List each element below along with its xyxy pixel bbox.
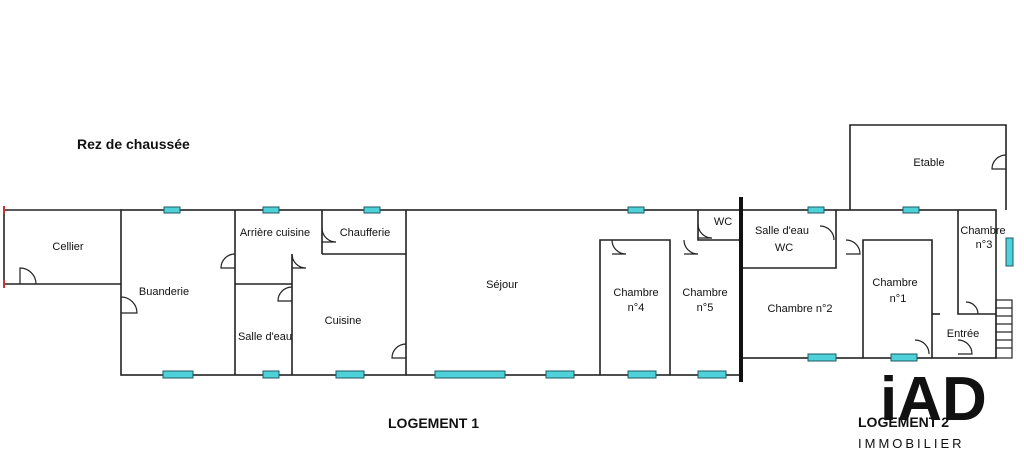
doors: [19, 154, 1007, 359]
room-label-etable: Etable: [913, 157, 944, 169]
room-label-sejour: Séjour: [486, 279, 518, 291]
room-label-salle-eau: Salle d'eau: [238, 331, 292, 343]
door-cuisine: [291, 253, 307, 269]
room-label-salle-eau-2: Salle d'eau: [755, 225, 809, 237]
room-label-chambre-5-num: n°5: [697, 302, 714, 314]
window: [902, 206, 920, 214]
window: [434, 370, 506, 379]
unit-label-logement-2: LOGEMENT 2: [858, 414, 949, 430]
door-chambre-1: [914, 339, 930, 355]
window: [1005, 237, 1014, 267]
door-chambre-5: [683, 239, 699, 255]
window: [335, 370, 365, 379]
window: [545, 370, 575, 379]
door-salle-eau-wc: [819, 225, 835, 241]
watermark-logo: iAD: [880, 365, 987, 434]
wall-etable: [849, 124, 1007, 210]
room-label-arriere-cuisine: Arrière cuisine: [240, 227, 310, 239]
door-chambre-2: [845, 239, 861, 255]
door-sejour: [391, 343, 407, 359]
window: [163, 206, 181, 214]
room-labels: Cellier Buanderie Arrière cuisine Chauff…: [52, 157, 1005, 343]
window: [890, 353, 918, 362]
room-label-chaufferie: Chaufferie: [340, 227, 391, 239]
room-label-cellier: Cellier: [52, 241, 84, 253]
staircase: [995, 299, 1013, 359]
window: [697, 370, 727, 379]
window: [262, 206, 280, 214]
door-chambre-3: [965, 301, 979, 315]
room-label-chambre-1: Chambre: [872, 277, 917, 289]
windows: [162, 206, 1014, 379]
room-label-chambre-2: Chambre n°2: [768, 303, 833, 315]
window: [807, 353, 837, 362]
room-label-chambre-4: Chambre: [613, 287, 658, 299]
unit-label-logement-1: LOGEMENT 1: [388, 415, 479, 431]
room-label-chambre-5: Chambre: [682, 287, 727, 299]
door-cellier: [19, 267, 37, 285]
window: [627, 206, 645, 214]
room-label-chambre-3-num: n°3: [976, 239, 993, 251]
floor-title: Rez de chaussée: [77, 136, 190, 152]
room-label-entree: Entrée: [947, 328, 979, 340]
wall-chambre-1: [862, 239, 933, 358]
room-label-wc: WC: [714, 216, 732, 228]
wall-wc: [697, 210, 741, 241]
wall-salle-eau-wc: [741, 210, 837, 269]
window: [363, 206, 381, 214]
wall-chambre-3: [957, 210, 996, 315]
room-label-chambre-1-num: n°1: [890, 293, 907, 305]
door-wc: [697, 223, 713, 239]
window: [162, 370, 194, 379]
room-label-chambre-4-num: n°4: [628, 302, 645, 314]
room-label-chambre-3: Chambre: [960, 225, 1005, 237]
window: [627, 370, 657, 379]
wall-cellier: [3, 209, 121, 285]
door-buanderie: [120, 296, 138, 314]
room-label-buanderie: Buanderie: [139, 286, 189, 298]
window: [262, 370, 280, 379]
door-chaufferie: [321, 227, 337, 243]
door-etable: [991, 154, 1007, 170]
door-salle-eau: [277, 286, 293, 302]
room-label-cuisine: Cuisine: [325, 315, 362, 327]
door-arriere-cuisine: [220, 253, 236, 269]
room-label-wc-2: WC: [775, 242, 793, 254]
door-entree: [957, 339, 973, 355]
watermark-text: IMMOBILIER: [858, 436, 965, 451]
door-chambre-4: [611, 239, 627, 255]
window: [807, 206, 825, 214]
wall-chambre-4: [599, 239, 671, 375]
staircase-outline: [995, 299, 1013, 359]
